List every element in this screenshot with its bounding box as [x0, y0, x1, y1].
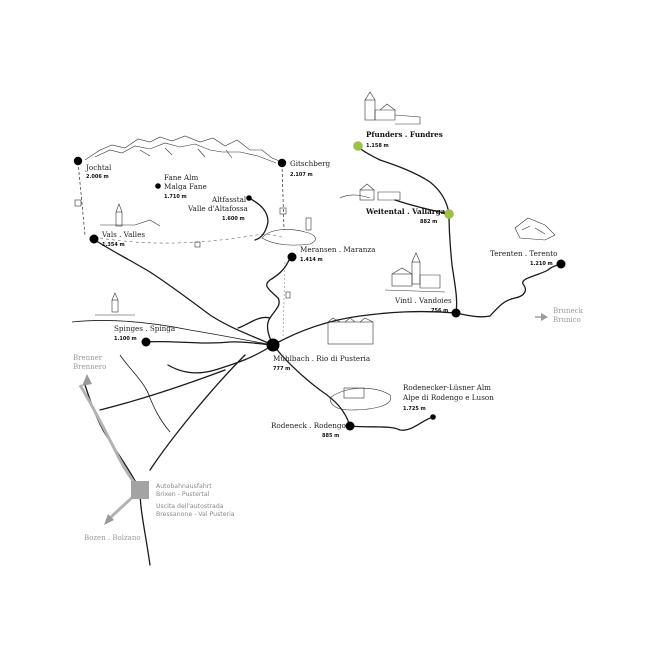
fane-elevation: 1.710 m: [164, 194, 187, 200]
gitschberg-dot[interactable]: [277, 158, 287, 168]
altfass-label-2: Valle d'Altafossa: [187, 204, 249, 213]
village-sketch-weitental: [339, 183, 401, 201]
muehlbach-dot[interactable]: [266, 338, 280, 352]
village-sketch-vals: [100, 203, 161, 227]
gitschberg-elevation: 2.107 m: [290, 172, 313, 178]
pfunders-dot[interactable]: [353, 141, 363, 151]
rodeneck-elevation: 885 m: [322, 433, 339, 439]
brenner-label-2: Brennero: [73, 363, 106, 371]
terenten-dot[interactable]: [556, 259, 566, 269]
fane-dot[interactable]: [155, 183, 161, 189]
weitental-dot[interactable]: [444, 209, 454, 219]
mountain-ridge-shade: [94, 142, 277, 164]
muehlbach-label: Mühlbach . Rio di Pusteria: [273, 354, 371, 363]
meransen-elevation: 1.414 m: [300, 257, 323, 263]
mountain-ridge-shade-2: [139, 147, 233, 159]
meransen-cablecar-line: [282, 261, 286, 337]
spinges-elevation: 1.100 m: [114, 336, 137, 342]
exit-label-3: Uscita dell'autostrada: [156, 503, 224, 510]
rodeneck-dot[interactable]: [345, 421, 355, 431]
pfunders-label: Pfunders . Fundres: [366, 130, 443, 139]
rodeneckeralm-label-2: Alpe di Rodengo e Luson: [402, 393, 494, 402]
gitschberg-label: Gitschberg: [290, 159, 331, 168]
meransen-dot[interactable]: [287, 252, 297, 262]
spinges-label: Spinges . Spinga: [114, 324, 176, 333]
village-sketch-terenten: [514, 217, 556, 241]
fane-label-2: Malga Fane: [164, 182, 207, 191]
castle-sketch-rodeneck: [329, 387, 392, 411]
jochtal-cablecar-line: [77, 161, 86, 236]
pfunders-elevation: 1.158 m: [366, 143, 389, 149]
mountain-ridge: [84, 135, 283, 163]
motorway: [78, 313, 548, 525]
bozen-label: Bozen . Bolzano: [84, 534, 141, 542]
jochtal-elevation: 2.006 m: [86, 174, 109, 180]
brenner-label-1: Brenner: [73, 354, 103, 362]
village-sketch-pfunders: [364, 91, 421, 125]
river-line: [71, 320, 274, 346]
terenten-label: Terenten . Terento: [490, 249, 557, 258]
altfass-label-1: Altfasstal: [211, 195, 247, 204]
weitental-elevation: 882 m: [420, 219, 437, 225]
muehlbach-elevation: 777 m: [273, 366, 290, 372]
village-sketch-spinges: [95, 292, 135, 316]
jochtal-dot[interactable]: [73, 156, 83, 166]
weitental-label: Weitental . Vallarga: [365, 207, 446, 216]
spinges-dot[interactable]: [141, 337, 151, 347]
rodeneckeralm-elevation: 1.725 m: [403, 406, 426, 412]
river-line-2: [119, 354, 171, 433]
vals-dot[interactable]: [89, 234, 99, 244]
cablecar-gondola-icon: [74, 199, 291, 299]
vintl-elevation: 756 m: [431, 308, 448, 314]
meransen-label: Meransen . Maranza: [300, 245, 376, 254]
exit-label-4: Bressanone - Val Pusteria: [156, 511, 235, 518]
terenten-elevation: 1.210 m: [530, 261, 553, 267]
jochtal-label: Jochtal: [85, 163, 112, 172]
vintl-label: Vintl . Vandoies: [394, 296, 452, 305]
bruneck-label-2: Brunico: [553, 316, 581, 324]
vals-elevation: 1.354 m: [102, 242, 125, 248]
vals-label: Vals . Valles: [101, 230, 145, 239]
gitschberg-cablecar-line: [281, 163, 285, 231]
village-sketch-vintl: [384, 252, 446, 293]
altfass-dot[interactable]: [246, 195, 252, 201]
fane-label-1: Fane Alm: [164, 173, 198, 182]
bruneck-label-1: Bruneck: [553, 307, 584, 315]
rodeneck-label: Rodeneck . Rodengo: [271, 421, 346, 430]
rodeneckeralm-label-1: Rodenecker-Lüsner Alm: [403, 383, 491, 392]
rodeneckeralm-dot[interactable]: [430, 414, 436, 420]
exit-label-2: Brixen - Pustertal: [156, 491, 210, 498]
vintl-dot[interactable]: [451, 308, 461, 318]
altfass-elevation: 1.600 m: [222, 216, 245, 222]
motorway-exit-marker[interactable]: [131, 481, 149, 499]
vals-meransen-cablecar-line: [99, 234, 286, 244]
village-sketch-meransen: [261, 217, 316, 246]
castle-sketch-muehlbach: [327, 317, 374, 345]
exit-label-1: Autobahnausfahrt: [156, 483, 212, 490]
